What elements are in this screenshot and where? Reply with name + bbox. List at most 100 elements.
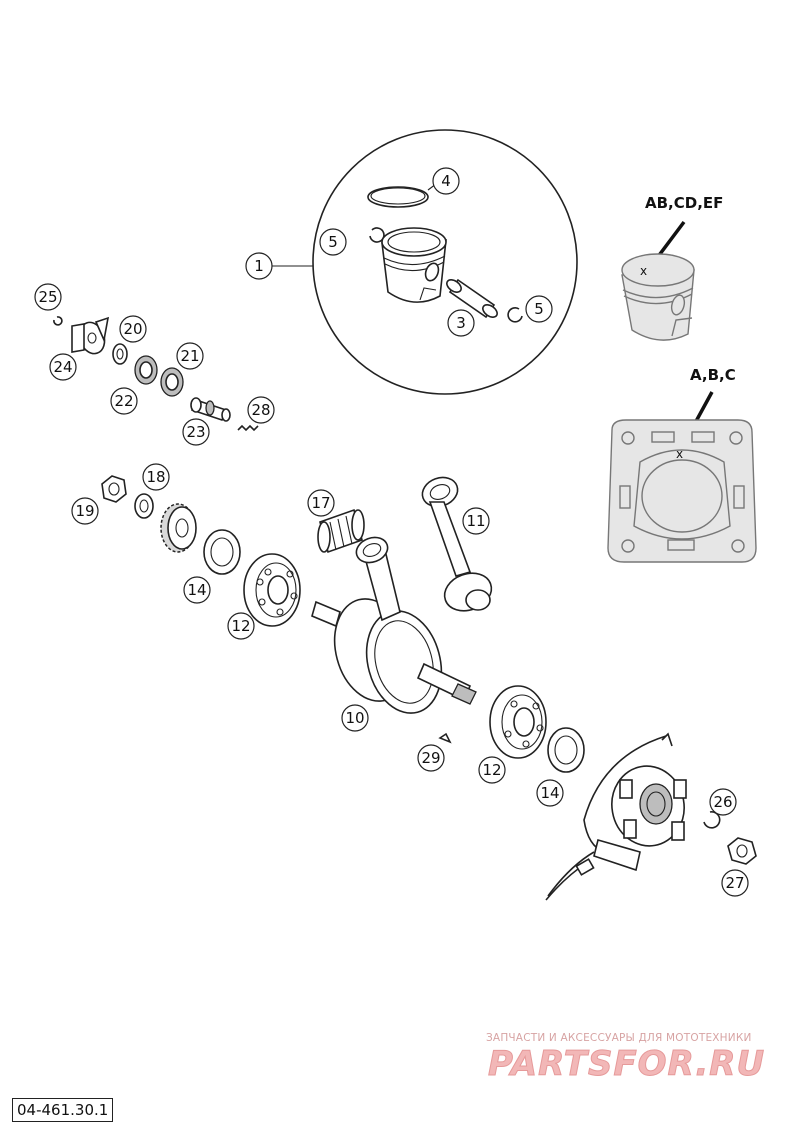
callout-p14b: 14 [536,779,564,807]
ignition-stator [545,732,687,901]
callout-number: 27 [725,874,744,892]
callout-p28: 28 [247,396,275,424]
callout-circle [478,756,506,784]
circlip-right [507,307,523,323]
document-code: 04-461.30.1 [12,1098,114,1122]
callout-p3: 3 [447,309,475,337]
callout-circle [119,315,147,343]
callout-number: 5 [328,233,338,251]
cylinder-marking-detail: A,B,C x [607,366,757,563]
callout-circle [245,252,273,280]
callout-p23: 23 [182,418,210,446]
callout-number: 20 [123,320,142,338]
callout-p25: 25 [34,283,62,311]
callout-number: 4 [441,172,451,190]
callout-number: 12 [482,761,501,779]
callout-p24: 24 [49,353,77,381]
callout-number: 14 [187,581,206,599]
callout-number: 26 [713,793,732,811]
balancer-gear-group [101,475,301,627]
callout-layer: 1 3 4 5 5 10 11 12 12 14 14 17 18 19 20 21 22 23 24 25 26 27 2… [34,167,749,897]
callout-circle [447,309,475,337]
callout-p27: 27 [721,869,749,897]
cylinder-mark: x [676,447,683,461]
callout-p4: 4 [432,167,460,195]
callout-p1: 1 [245,252,273,280]
callout-number: 18 [146,468,165,486]
part-21-bearing [160,367,184,397]
part-12-bearing-left [243,553,301,627]
part-25-ring [53,316,63,326]
watermark-logo: PARTSFOR.RU [487,1044,766,1085]
piston-code-label: AB,CD,EF [645,194,723,212]
callout-p10: 10 [341,704,369,732]
callout-circle [721,869,749,897]
cylinder-code-label: A,B,C [690,366,736,384]
callout-circle [247,396,275,424]
callout-number: 24 [53,358,72,376]
piston-marking-detail: AB,CD,EF x [621,194,723,341]
callout-p22: 22 [110,387,138,415]
callout-number: 14 [540,784,559,802]
callout-circle [71,497,99,525]
callout-circle [462,507,490,535]
part-11-connecting-rod [421,476,493,612]
callout-circle [110,387,138,415]
piston-ring [367,183,437,208]
right-side-group [489,685,757,901]
callout-p5a: 5 [319,228,347,256]
callout-p12a: 12 [227,612,255,640]
part-24-impeller [71,316,110,355]
callout-number: 5 [534,300,544,318]
callout-number: 28 [251,401,270,419]
callout-p17: 17 [307,489,335,517]
callout-number: 12 [231,617,250,635]
part-19-nut [101,475,127,503]
callout-p26: 26 [709,788,737,816]
callout-number: 21 [180,347,199,365]
callout-p18: 18 [142,463,170,491]
callout-p5b: 5 [525,295,553,323]
callout-circle [536,779,564,807]
callout-number: 1 [254,257,264,275]
watermark-tagline: ЗАПЧАСТИ И АКСЕССУАРЫ ДЛЯ МОТОТЕХНИКИ [486,1032,752,1044]
gasket-gray-illustration [607,419,757,563]
callout-circle [341,704,369,732]
callout-p11: 11 [462,507,490,535]
callout-circle [227,612,255,640]
callout-circle [709,788,737,816]
callout-circle [183,576,211,604]
callout-number: 25 [38,288,57,306]
piston [381,227,447,303]
part-17-needle-bearing [317,508,365,554]
callout-circle [417,744,445,772]
part-18-washer [134,493,154,519]
callout-circle [307,489,335,517]
detail-circle [312,129,578,395]
crankshaft-group [311,476,493,744]
callout-number: 11 [466,512,485,530]
callout-p20: 20 [119,315,147,343]
callout-number: 3 [456,314,466,332]
piston-mark: x [640,264,647,278]
part-14-seal-right [547,727,585,773]
callout-circle [34,283,62,311]
callout-circle [142,463,170,491]
callout-number: 17 [311,494,330,512]
callout-number: 10 [345,709,364,727]
callout-circle [525,295,553,323]
callout-p19: 19 [71,497,99,525]
part-12-bearing-right [489,685,547,759]
piston-gray-illustration [621,253,695,341]
part-20-washer [112,343,128,365]
callout-p12b: 12 [478,756,506,784]
callout-number: 23 [186,423,205,441]
callout-p29: 29 [417,744,445,772]
part-27-nut [727,837,757,865]
callout-number: 19 [75,502,94,520]
callout-circle [176,342,204,370]
water-pump-group [53,316,259,432]
callout-circle [49,353,77,381]
callout-circle [182,418,210,446]
